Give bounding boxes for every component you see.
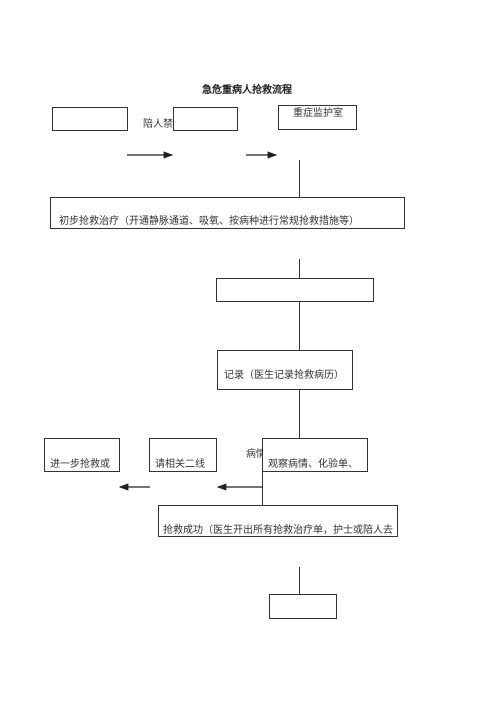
- flow-box-end: [269, 594, 337, 619]
- connector-success-to-end: [299, 567, 300, 594]
- flow-box-2: [173, 107, 238, 131]
- connector-to-record: [299, 302, 300, 350]
- record-label: 记录（医生记录抢救病历）: [224, 370, 344, 381]
- second-line-label: 请相关二线: [155, 459, 205, 470]
- flow-box-initial-treatment: 初步抢救治疗（开通静脉通道、吸氧、按病种进行常规抢救措施等）: [50, 197, 405, 229]
- observe-label: 观察病情、化验单、: [268, 459, 358, 470]
- flow-box-record: 记录（医生记录抢救病历）: [217, 350, 353, 390]
- flow-box-clipped: [216, 278, 374, 302]
- further-rescue-label: 进一步抢救或: [50, 459, 110, 470]
- connector-initial-to-next: [299, 259, 300, 278]
- accompany-note: 陪人禁: [143, 119, 173, 130]
- flow-box-start: [52, 107, 128, 131]
- flowchart-title: 急危重病人抢救流程: [202, 85, 292, 96]
- flow-box-further-rescue: 进一步抢救或: [44, 438, 120, 472]
- flow-box-icu: 重症监护室: [278, 105, 357, 130]
- success-label: 抢救成功（医生开出所有抢救治疗单，护士或陪人去: [163, 525, 393, 536]
- connector-record-to-observe: [299, 390, 300, 438]
- icu-label: 重症监护室: [293, 108, 343, 119]
- connector-icu-to-initial: [299, 160, 300, 197]
- flow-box-second-line: 请相关二线: [149, 438, 217, 472]
- flow-box-success: 抢救成功（医生开出所有抢救治疗单，护士或陪人去: [158, 505, 398, 537]
- connector-observe-to-success: [262, 472, 263, 505]
- condition-label: 病情: [246, 449, 266, 460]
- initial-treatment-label: 初步抢救治疗（开通静脉通道、吸氧、按病种进行常规抢救措施等）: [59, 216, 359, 227]
- flow-box-observe: 观察病情、化验单、: [262, 438, 368, 472]
